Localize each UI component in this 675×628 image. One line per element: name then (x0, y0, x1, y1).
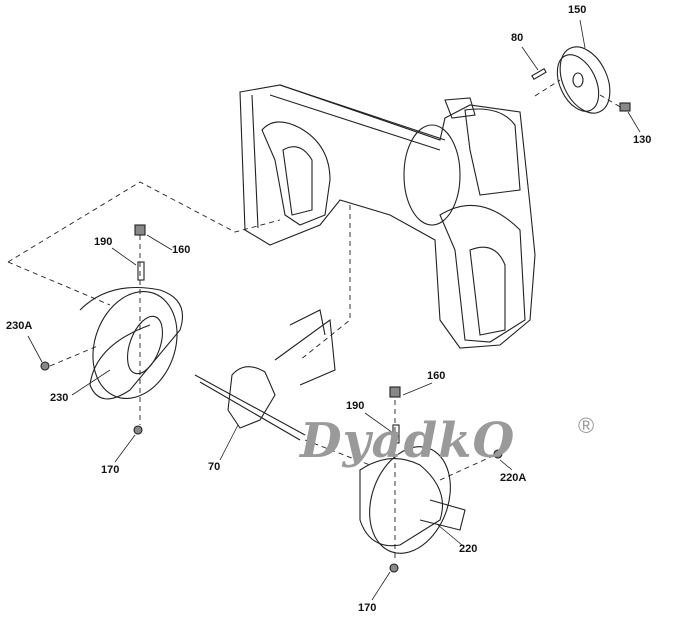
watermark-logo: DyadkO (300, 413, 516, 469)
callout-220: 220 (459, 543, 478, 555)
auger-220 (359, 386, 503, 573)
auger-230 (40, 224, 184, 435)
callout-230: 230 (50, 392, 69, 404)
callout-160: 160 (427, 370, 446, 382)
callout-170: 170 (101, 464, 120, 476)
registered-mark: ® (578, 413, 595, 438)
callout-170: 170 (358, 602, 377, 614)
assembly-guides (7, 79, 623, 560)
callout-150: 150 (568, 4, 587, 16)
callout-70: 70 (208, 461, 221, 473)
callout-130: 130 (633, 134, 652, 146)
pulley-150 (531, 46, 631, 114)
impeller-70 (194, 309, 336, 441)
callout-80: 80 (511, 32, 524, 44)
callout-190: 190 (346, 400, 365, 412)
callout-230A: 230A (6, 320, 33, 332)
leader-lines (27, 19, 641, 601)
callout-190: 190 (94, 236, 113, 248)
callout-160: 160 (172, 244, 191, 256)
auger-housing (239, 84, 536, 349)
callout-220A: 220A (500, 472, 527, 484)
